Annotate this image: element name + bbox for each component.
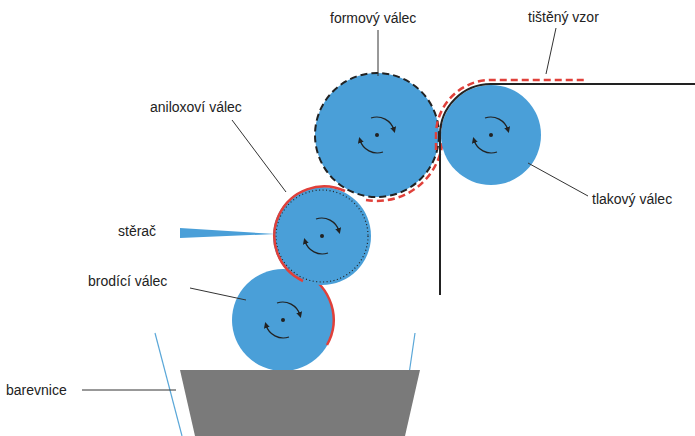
doctor-blade <box>180 228 276 238</box>
leader-line <box>190 288 246 300</box>
leader-line <box>82 390 176 391</box>
printed-pattern <box>436 80 585 150</box>
ink-film <box>274 186 345 281</box>
part-label: tlakový válec <box>592 192 672 207</box>
ink-trough <box>180 370 420 436</box>
part-label: stěrač <box>118 224 156 239</box>
anilox-cells <box>276 190 368 282</box>
part-label: tištěný vzor <box>528 10 599 25</box>
leader-line <box>528 163 588 196</box>
anilox-roller <box>273 187 371 285</box>
leader-line <box>232 120 286 192</box>
trough-edge <box>155 333 182 436</box>
part-label: aniloxoví válec <box>150 100 242 115</box>
part-label: brodící válec <box>88 274 167 289</box>
part-label: formový válec <box>330 11 416 26</box>
part-label: barevnice <box>6 383 67 398</box>
impression-cylinder <box>441 85 541 185</box>
plate-cylinder <box>315 73 439 197</box>
substrate <box>440 84 695 295</box>
leader-line <box>546 28 556 74</box>
leader-line <box>378 30 379 76</box>
